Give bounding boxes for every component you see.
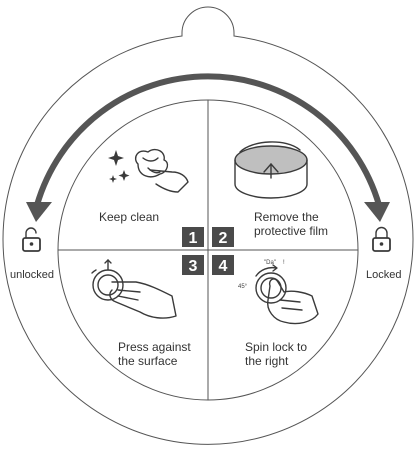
svg-text:3: 3	[189, 258, 198, 275]
mount-plate-outline	[2, 6, 414, 445]
step-4-label-line2: the right	[245, 354, 289, 368]
step-badge-1: 1	[182, 227, 204, 247]
step-badge-4: 4	[212, 255, 234, 275]
step-4-exclaim-mark: !	[283, 260, 285, 266]
step-3-label-line2: the surface	[118, 354, 178, 368]
svg-text:2: 2	[219, 230, 228, 247]
hand-rotating-lock-icon	[255, 264, 319, 325]
step-badge-2: 2	[212, 227, 234, 247]
locked-label: Locked	[366, 269, 401, 281]
step-3-label-line1: Press against	[118, 340, 191, 354]
inner-dial	[57, 99, 359, 401]
arrow-head-left-icon	[26, 202, 52, 222]
step-4-angle-mark: 45°	[238, 284, 248, 290]
unlocked-label: unlocked	[10, 269, 54, 281]
rotation-arrow	[26, 73, 390, 222]
step-2-label-line2: protective film	[254, 224, 328, 238]
svg-text:4: 4	[219, 258, 228, 275]
arrow-head-right-icon	[364, 202, 390, 222]
step-2-label-line1: Remove the	[254, 210, 319, 224]
hand-pressing-mount-icon	[91, 259, 177, 319]
hand-wiping-cloth-icon	[108, 148, 189, 193]
locked-padlock-icon	[372, 226, 391, 252]
step-1-label: Keep clean	[99, 210, 159, 224]
svg-text:1: 1	[189, 230, 198, 247]
unlocked-padlock-icon	[22, 227, 41, 252]
step-badge-3: 3	[182, 255, 204, 275]
step-4-sound-mark: "Da"	[264, 260, 276, 266]
step-4-label-line1: Spin lock to	[245, 340, 307, 354]
peel-film-icon	[234, 141, 308, 199]
